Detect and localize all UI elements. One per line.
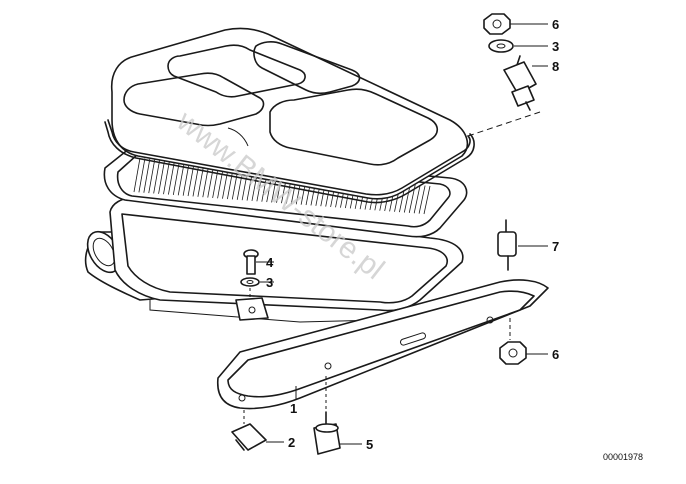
clip-nut — [231, 410, 267, 451]
filter-pleat — [177, 162, 185, 196]
callout-2: 2 — [288, 435, 295, 450]
callout-leaders — [256, 23, 548, 445]
lower-housing — [84, 197, 464, 323]
bracket-plate — [216, 279, 549, 410]
filter-pleat — [403, 184, 411, 213]
filter-element — [103, 147, 468, 238]
washer-top — [488, 39, 514, 53]
filter-pleat — [148, 159, 156, 194]
filter-pleat — [158, 160, 165, 194]
callout-4: 4 — [266, 255, 274, 270]
nut-top — [483, 13, 511, 35]
diagram-code: 00001978 — [603, 452, 643, 462]
air-filter-cover — [104, 27, 475, 204]
filter-pleat — [207, 165, 215, 198]
rubber-mount-right — [497, 219, 517, 271]
callout-6-top: 6 — [552, 17, 559, 32]
callout-1: 1 — [290, 401, 297, 416]
callout-8: 8 — [552, 59, 559, 74]
rubber-buffer — [313, 376, 341, 455]
filter-pleat — [168, 161, 175, 195]
callout-7: 7 — [552, 239, 559, 254]
callout-3-left: 3 — [266, 275, 273, 290]
callout-3-top: 3 — [552, 39, 559, 54]
filter-pleat — [197, 164, 205, 197]
filter-pleat — [172, 161, 180, 196]
filter-pleat — [202, 164, 210, 198]
filter-pleat — [153, 159, 161, 194]
filter-pleat — [423, 185, 431, 215]
callout-5: 5 — [366, 437, 373, 452]
leader-cover-mount — [467, 111, 541, 137]
filter-pleat — [163, 160, 170, 195]
rubber-mount-top — [503, 55, 537, 111]
filter-pleat — [418, 185, 426, 214]
filter-pleat — [143, 158, 151, 193]
nut-bottom — [499, 318, 527, 365]
screw — [243, 249, 259, 275]
callout-6-bottom: 6 — [552, 347, 559, 362]
washer-left — [240, 277, 260, 300]
filter-pleat — [133, 157, 141, 193]
filter-pleat — [138, 158, 146, 193]
filter-pleat — [413, 184, 421, 214]
